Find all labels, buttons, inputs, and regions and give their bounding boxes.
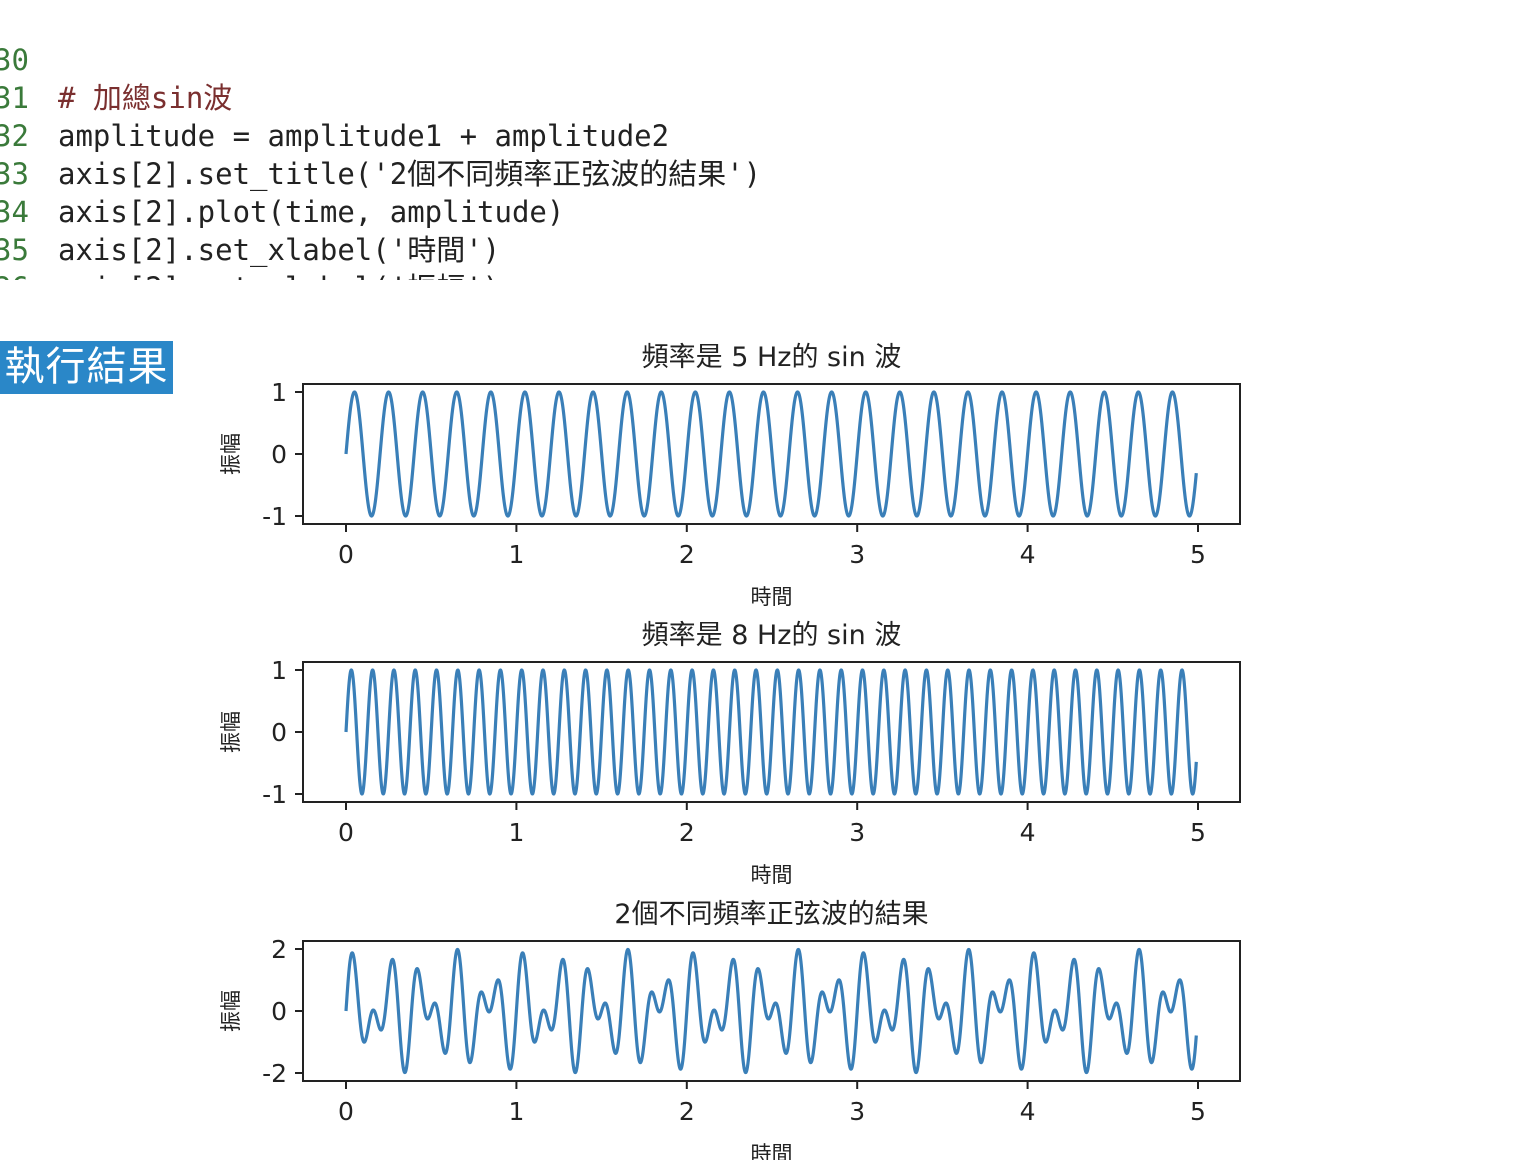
- code-line: 36 plt.show(): [0, 231, 70, 280]
- chart-title: 2個不同頻率正弦波的結果: [614, 899, 928, 930]
- x-tick-label: 4: [1020, 818, 1036, 847]
- x-axis-label: 時間: [751, 863, 793, 887]
- x-tick-label: 5: [1190, 818, 1206, 847]
- y-tick-label: 1: [271, 656, 287, 685]
- code-editor: 30 # 加總sin波 31 amplitude = amplitude1 + …: [0, 0, 1530, 280]
- code-line: 31 amplitude = amplitude1 + amplitude2: [0, 41, 669, 153]
- line-number: 30: [0, 43, 29, 77]
- x-tick-label: 1: [508, 1097, 524, 1126]
- x-tick-label: 0: [338, 818, 354, 847]
- x-tick-label: 2: [679, 818, 695, 847]
- x-tick-label: 5: [1190, 540, 1206, 569]
- code-line: 34 axis[2].set_xlabel('時間'): [0, 155, 500, 267]
- line-number: 35: [0, 233, 29, 267]
- x-tick-label: 3: [849, 818, 865, 847]
- line-number: 33: [0, 157, 29, 191]
- code-line: 32 axis[2].set_title('2個不同頻率正弦波的結果'): [0, 79, 761, 191]
- line-number: 34: [0, 195, 29, 229]
- series-line: [344, 390, 1198, 518]
- x-tick-label: 4: [1020, 540, 1036, 569]
- y-tick-label: 1: [271, 378, 287, 407]
- y-tick-label: 2: [271, 935, 287, 964]
- x-tick-label: 3: [849, 540, 865, 569]
- code-text: amplitude = amplitude1 + amplitude2: [58, 119, 670, 153]
- line-number: 31: [0, 81, 29, 115]
- y-tick-label: 0: [271, 997, 287, 1026]
- x-tick-label: 2: [679, 1097, 695, 1126]
- code-text: axis[2].set_xlabel('時間'): [58, 233, 501, 267]
- y-tick-label: -2: [262, 1059, 287, 1088]
- chart-title: 頻率是 5 Hz的 sin 波: [642, 342, 902, 373]
- x-tick-label: 2: [679, 540, 695, 569]
- x-tick-label: 3: [849, 1097, 865, 1126]
- y-axis-label: 振幅: [219, 990, 243, 1032]
- y-tick-label: 0: [271, 440, 287, 469]
- x-axis-label: 時間: [751, 585, 793, 609]
- line-number: 32: [0, 119, 29, 153]
- code-text: axis[2].set_ylabel('振幅'): [58, 269, 500, 280]
- code-line: 33 axis[2].plot(time, amplitude): [0, 117, 564, 229]
- y-axis-label: 振幅: [219, 433, 243, 475]
- x-tick-label: 0: [338, 1097, 354, 1126]
- code-line: 35 axis[2].set_ylabel('振幅'): [0, 193, 500, 280]
- code-line: 30 # 加總sin波: [0, 3, 232, 115]
- code-text: axis[2].plot(time, amplitude): [58, 195, 565, 229]
- x-tick-label: 0: [338, 540, 354, 569]
- code-text: axis[2].set_title('2個不同頻率正弦波的結果'): [58, 157, 762, 191]
- x-tick-label: 1: [508, 818, 524, 847]
- y-tick-label: -1: [262, 780, 287, 809]
- x-tick-label: 4: [1020, 1097, 1036, 1126]
- chart-title: 頻率是 8 Hz的 sin 波: [642, 620, 902, 651]
- series-line: [344, 668, 1198, 796]
- x-axis-label: 時間: [751, 1142, 793, 1160]
- y-tick-label: 0: [271, 718, 287, 747]
- code-text: # 加總sin波: [58, 81, 233, 115]
- x-tick-label: 1: [508, 540, 524, 569]
- series-line: [344, 947, 1198, 1075]
- result-label: 執行結果: [0, 341, 173, 394]
- x-tick-label: 5: [1190, 1097, 1206, 1126]
- y-axis-label: 振幅: [219, 711, 243, 753]
- y-tick-label: -1: [262, 502, 287, 531]
- line-number: 36: [0, 269, 29, 280]
